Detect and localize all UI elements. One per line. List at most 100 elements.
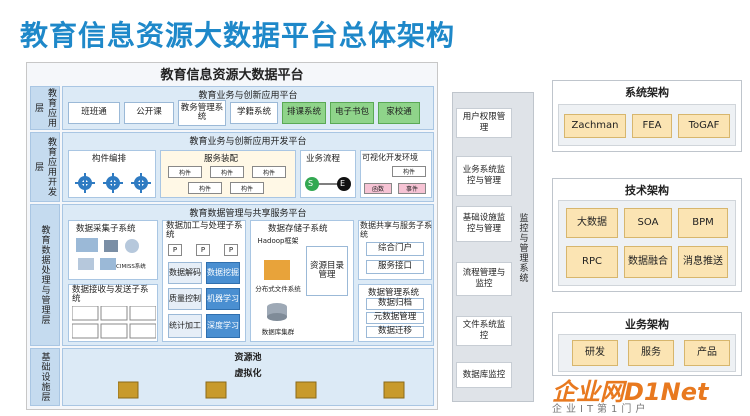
tech-arch-item: 消息推送 bbox=[678, 246, 728, 278]
component-block: 构件 bbox=[188, 182, 222, 194]
manage-item: 元数据管理 bbox=[366, 312, 424, 324]
mgmt-item: 文件系统监控 bbox=[456, 316, 512, 346]
infra-layer-label: 基础设施层 bbox=[30, 348, 60, 406]
process-tile: 深度学习 bbox=[206, 314, 240, 338]
app-layer-title: 教育业务与创新应用平台 bbox=[198, 91, 298, 101]
tech-arch-title: 技术架构 bbox=[625, 184, 669, 197]
watermark-slogan: 企业IT第1门户 bbox=[552, 404, 650, 415]
biz-arch-item: 产品 bbox=[684, 340, 730, 366]
p-block: P bbox=[196, 244, 210, 256]
server-icon bbox=[383, 381, 405, 399]
terminal-icon bbox=[100, 258, 116, 270]
system-arch-item: FEA bbox=[632, 114, 672, 138]
monitor-icon bbox=[76, 238, 98, 252]
storage-icon bbox=[264, 260, 290, 280]
process-tile: 数据解码 bbox=[168, 262, 202, 284]
data-layer-title: 教育数据管理与共享服务平台 bbox=[189, 209, 307, 219]
folder-icon bbox=[264, 260, 290, 280]
process-tile: 机器学习 bbox=[206, 288, 240, 310]
function-block: 函数 bbox=[364, 183, 392, 194]
tech-arch-item: BPM bbox=[678, 208, 728, 238]
db-label: 数据库集群 bbox=[261, 328, 295, 336]
tech-arch-item: RPC bbox=[566, 246, 618, 278]
app-chip: 电子书包 bbox=[330, 102, 374, 124]
mgmt-item: 用户权限管理 bbox=[456, 108, 512, 138]
server-row bbox=[118, 381, 405, 399]
end-label: E bbox=[340, 179, 346, 188]
share-item: 服务接口 bbox=[366, 260, 424, 274]
dev-layer-label: 教育应用开发层 bbox=[30, 132, 60, 202]
cimiss-label: CIMISS系统 bbox=[116, 264, 146, 270]
management-column bbox=[452, 92, 534, 402]
pool-label: 资源池 bbox=[234, 353, 262, 363]
component-block: 构件 bbox=[168, 166, 202, 178]
gear-icons bbox=[75, 173, 151, 193]
p-block: P bbox=[224, 244, 238, 256]
app-chip: 家校通 bbox=[378, 102, 420, 124]
satellite-icon bbox=[125, 239, 139, 253]
end-node bbox=[337, 177, 351, 191]
process-tile: 质量控制 bbox=[168, 288, 202, 310]
recv-grid bbox=[72, 306, 156, 339]
collect-title: 数据采集子系统 bbox=[76, 224, 136, 234]
workflow-diagram bbox=[305, 177, 351, 191]
system-arch-item: Zachman bbox=[564, 114, 626, 138]
start-node bbox=[305, 177, 319, 191]
manage-title: 数据管理系统 bbox=[368, 288, 420, 298]
fs-label: 分布式文件系统 bbox=[255, 285, 301, 293]
biz-arch-item: 服务 bbox=[628, 340, 674, 366]
device-icon bbox=[104, 240, 118, 252]
tech-arch-item: SOA bbox=[624, 208, 672, 238]
terminal-icon bbox=[78, 258, 94, 270]
system-arch-item: ToGAF bbox=[678, 114, 730, 138]
server-icon bbox=[205, 381, 227, 399]
tech-arch-item: 大数据 bbox=[566, 208, 618, 238]
storage-title: 数据存储子系统 bbox=[268, 224, 328, 234]
biz-arch-title: 业务架构 bbox=[625, 318, 669, 331]
app-chip: 教务管理系统 bbox=[178, 100, 226, 126]
process-tile: 统计加工 bbox=[168, 314, 202, 338]
component-block: 构件 bbox=[392, 166, 426, 177]
watermark-logo: 企业网D1Net bbox=[552, 378, 709, 406]
mgmt-vertical-label: 监控与管理系统 bbox=[517, 213, 528, 283]
hadoop-label: Hadoop框架 bbox=[257, 237, 299, 245]
page-title: 教育信息资源大数据平台总体架构 bbox=[20, 19, 456, 52]
event-block: 事件 bbox=[398, 183, 426, 194]
collect-devices bbox=[76, 238, 139, 270]
app-chip: 学籍系统 bbox=[230, 102, 278, 124]
share-item: 综合门户 bbox=[366, 242, 424, 256]
app-chip: 公开课 bbox=[124, 102, 174, 124]
manage-item: 数据归档 bbox=[366, 298, 424, 310]
component-block: 构件 bbox=[252, 166, 286, 178]
virt-label: 虚拟化 bbox=[234, 369, 262, 379]
workflow-panel bbox=[300, 150, 356, 198]
platform-title: 教育信息资源大数据平台 bbox=[160, 68, 304, 83]
process-tile: 数据挖掘 bbox=[206, 262, 240, 284]
catalog-box: 资源目录管理 bbox=[306, 246, 348, 296]
mgmt-item: 基础设施监控与管理 bbox=[456, 206, 512, 242]
recv-title: 数据接收与发送子系统 bbox=[72, 285, 149, 305]
visual-panel-title: 可视化开发环境 bbox=[362, 153, 418, 162]
workflow-panel-title: 业务流程 bbox=[306, 154, 341, 164]
dev-layer-title: 教育业务与创新应用开发平台 bbox=[189, 137, 307, 147]
mgmt-item: 流程管理与监控 bbox=[456, 262, 512, 296]
app-layer-label: 教育应用层 bbox=[30, 86, 60, 130]
system-arch-title: 系统架构 bbox=[625, 86, 669, 99]
server-icon bbox=[118, 381, 139, 399]
app-chip: 排课系统 bbox=[282, 102, 326, 124]
service-panel-title: 服务装配 bbox=[204, 154, 239, 164]
process-title: 数据加工与处理子系统 bbox=[166, 221, 243, 241]
start-label: S bbox=[308, 179, 314, 188]
manage-item: 数据迁移 bbox=[366, 326, 424, 338]
mgmt-item: 业务系统监控与管理 bbox=[456, 156, 512, 196]
data-layer-label: 教育数据处理与管理层 bbox=[30, 204, 60, 346]
component-block: 构件 bbox=[210, 166, 244, 178]
mgmt-item: 数据库监控 bbox=[456, 362, 512, 388]
share-title: 数据共享与服务子系统 bbox=[360, 221, 432, 239]
component-panel-title: 构件编排 bbox=[92, 154, 127, 164]
biz-arch-item: 研发 bbox=[572, 340, 618, 366]
server-icon bbox=[295, 381, 317, 399]
tech-arch-item: 数据融合 bbox=[624, 246, 672, 278]
app-chip: 班班通 bbox=[68, 102, 120, 124]
p-block: P bbox=[168, 244, 182, 256]
